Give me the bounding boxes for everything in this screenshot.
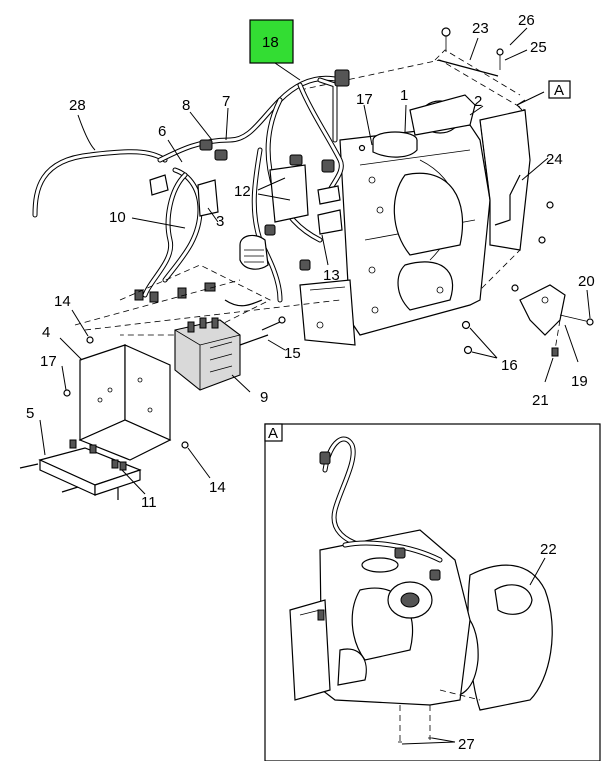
main-bracket-assembly: [299, 49, 531, 346]
callout-12: 12: [234, 183, 251, 200]
rod-part-23: [437, 27, 504, 77]
callout-1: 1: [400, 87, 408, 104]
callout-17a: 17: [40, 353, 57, 370]
bolt-part-15: [239, 316, 286, 346]
callout-26: 26: [518, 12, 535, 29]
callout-11: 11: [141, 494, 157, 511]
bracket-part-19: [519, 284, 594, 357]
base-bracket-part-5: [19, 439, 142, 500]
callout-18-highlight: [249, 19, 294, 64]
callout-6: 6: [158, 123, 166, 140]
view-label-a-detail: A: [268, 425, 278, 442]
callout-16: 16: [501, 357, 518, 374]
control-module-part-9: [174, 317, 241, 391]
callout-23: 23: [472, 20, 489, 37]
callout-18: 18: [262, 34, 279, 51]
fasteners: [63, 144, 554, 449]
callout-10: 10: [109, 209, 126, 226]
callout-5: 5: [26, 405, 34, 422]
mount-bracket-part-4: [78, 344, 172, 461]
callout-17b: 17: [356, 91, 373, 108]
callout-14b: 14: [209, 479, 226, 496]
callout-27: 27: [458, 736, 475, 753]
callout-7: 7: [222, 93, 230, 110]
callout-14a: 14: [54, 293, 71, 310]
callout-2: 2: [474, 93, 482, 110]
callout-25: 25: [530, 39, 547, 56]
wire-harness: [32, 69, 350, 307]
callout-labels: 18 28 8 7 6 3 10 12 13 14 4 17 5 11 14 1…: [26, 12, 595, 753]
callout-8: 8: [182, 97, 190, 114]
detail-view-a: [264, 423, 601, 761]
callout-3: 3: [216, 213, 224, 230]
view-reference-box-a: [548, 80, 571, 99]
callout-4: 4: [42, 324, 50, 341]
view-label-a-main: A: [554, 82, 564, 99]
callout-20: 20: [578, 273, 595, 290]
callout-15: 15: [284, 345, 301, 362]
callout-24: 24: [546, 151, 563, 168]
tube-part-24: [494, 174, 521, 226]
callout-19: 19: [571, 373, 588, 390]
callout-22: 22: [540, 541, 557, 558]
callout-21: 21: [532, 392, 549, 409]
callout-13: 13: [323, 267, 340, 284]
callout-9: 9: [260, 389, 268, 406]
leader-lines: [39, 27, 591, 495]
callout-28: 28: [69, 97, 86, 114]
